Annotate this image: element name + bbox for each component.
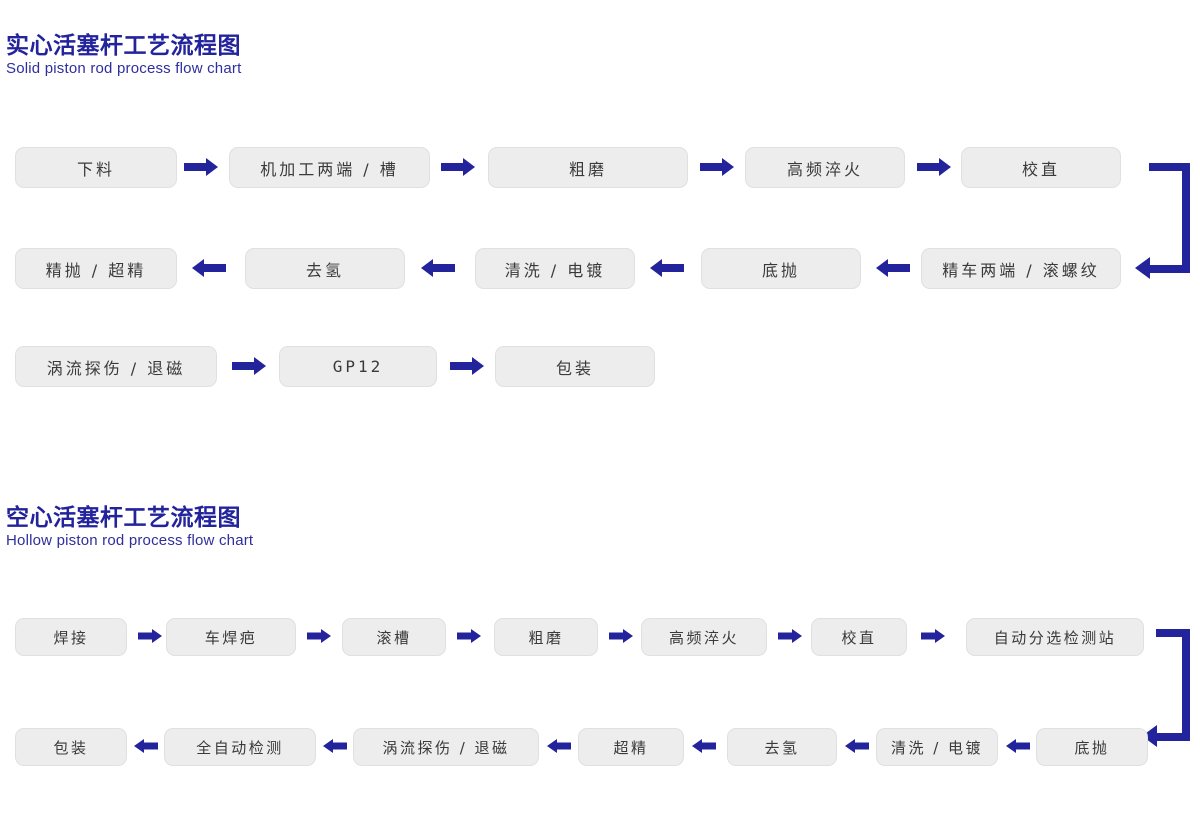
step-box[interactable]: 下料: [15, 147, 177, 188]
step-box[interactable]: 粗磨: [494, 618, 598, 656]
step-box[interactable]: 高频淬火: [641, 618, 767, 656]
solid-section-subtitle: Solid piston rod process flow chart: [6, 60, 242, 77]
arrow-right-icon: [609, 628, 633, 644]
arrow-left-icon: [692, 738, 716, 754]
step-box[interactable]: 精抛 / 超精: [15, 248, 177, 289]
step-box[interactable]: 底抛: [701, 248, 861, 289]
hollow-section-subtitle: Hollow piston rod process flow chart: [6, 532, 254, 549]
step-box[interactable]: 自动分选检测站: [966, 618, 1144, 656]
step-box[interactable]: 包装: [15, 728, 127, 766]
arrow-left-icon: [421, 259, 455, 277]
arrow-right-icon: [184, 158, 218, 176]
arrow-right-icon: [138, 628, 162, 644]
step-box[interactable]: 清洗 / 电镀: [876, 728, 998, 766]
arrow-right-icon: [457, 628, 481, 644]
solid-wrap-connector: [1135, 163, 1190, 279]
step-box[interactable]: 滚槽: [342, 618, 446, 656]
step-box[interactable]: 去氢: [727, 728, 837, 766]
step-box[interactable]: 高频淬火: [745, 147, 905, 188]
step-box[interactable]: 包装: [495, 346, 655, 387]
arrow-left-icon: [845, 738, 869, 754]
arrow-right-icon: [917, 158, 951, 176]
step-box[interactable]: 全自动检测: [164, 728, 316, 766]
step-box[interactable]: 精车两端 / 滚螺纹: [921, 248, 1121, 289]
hollow-section-title: 空心活塞杆工艺流程图: [6, 504, 241, 530]
step-box[interactable]: 粗磨: [488, 147, 688, 188]
arrow-left-icon: [192, 259, 226, 277]
step-box[interactable]: 涡流探伤 / 退磁: [353, 728, 539, 766]
step-box[interactable]: 去氢: [245, 248, 405, 289]
arrow-right-icon: [441, 158, 475, 176]
arrow-left-icon: [650, 259, 684, 277]
step-box[interactable]: GP12: [279, 346, 437, 387]
solid-section-title: 实心活塞杆工艺流程图: [6, 32, 241, 58]
step-box[interactable]: 清洗 / 电镀: [475, 248, 635, 289]
arrow-right-icon: [921, 628, 945, 644]
arrow-right-icon: [700, 158, 734, 176]
hollow-wrap-connector: [1142, 629, 1190, 747]
arrow-left-icon: [876, 259, 910, 277]
step-box[interactable]: 校直: [961, 147, 1121, 188]
step-box[interactable]: 底抛: [1036, 728, 1148, 766]
step-box[interactable]: 涡流探伤 / 退磁: [15, 346, 217, 387]
arrow-right-icon: [450, 357, 484, 375]
arrow-right-icon: [778, 628, 802, 644]
arrow-right-icon: [232, 357, 266, 375]
arrow-right-icon: [307, 628, 331, 644]
step-box[interactable]: 焊接: [15, 618, 127, 656]
arrow-left-icon: [1006, 738, 1030, 754]
arrow-left-icon: [134, 738, 158, 754]
step-box[interactable]: 超精: [578, 728, 684, 766]
arrow-left-icon: [323, 738, 347, 754]
step-box[interactable]: 机加工两端 / 槽: [229, 147, 430, 188]
step-box[interactable]: 校直: [811, 618, 907, 656]
arrow-left-icon: [547, 738, 571, 754]
step-box[interactable]: 车焊疤: [166, 618, 296, 656]
